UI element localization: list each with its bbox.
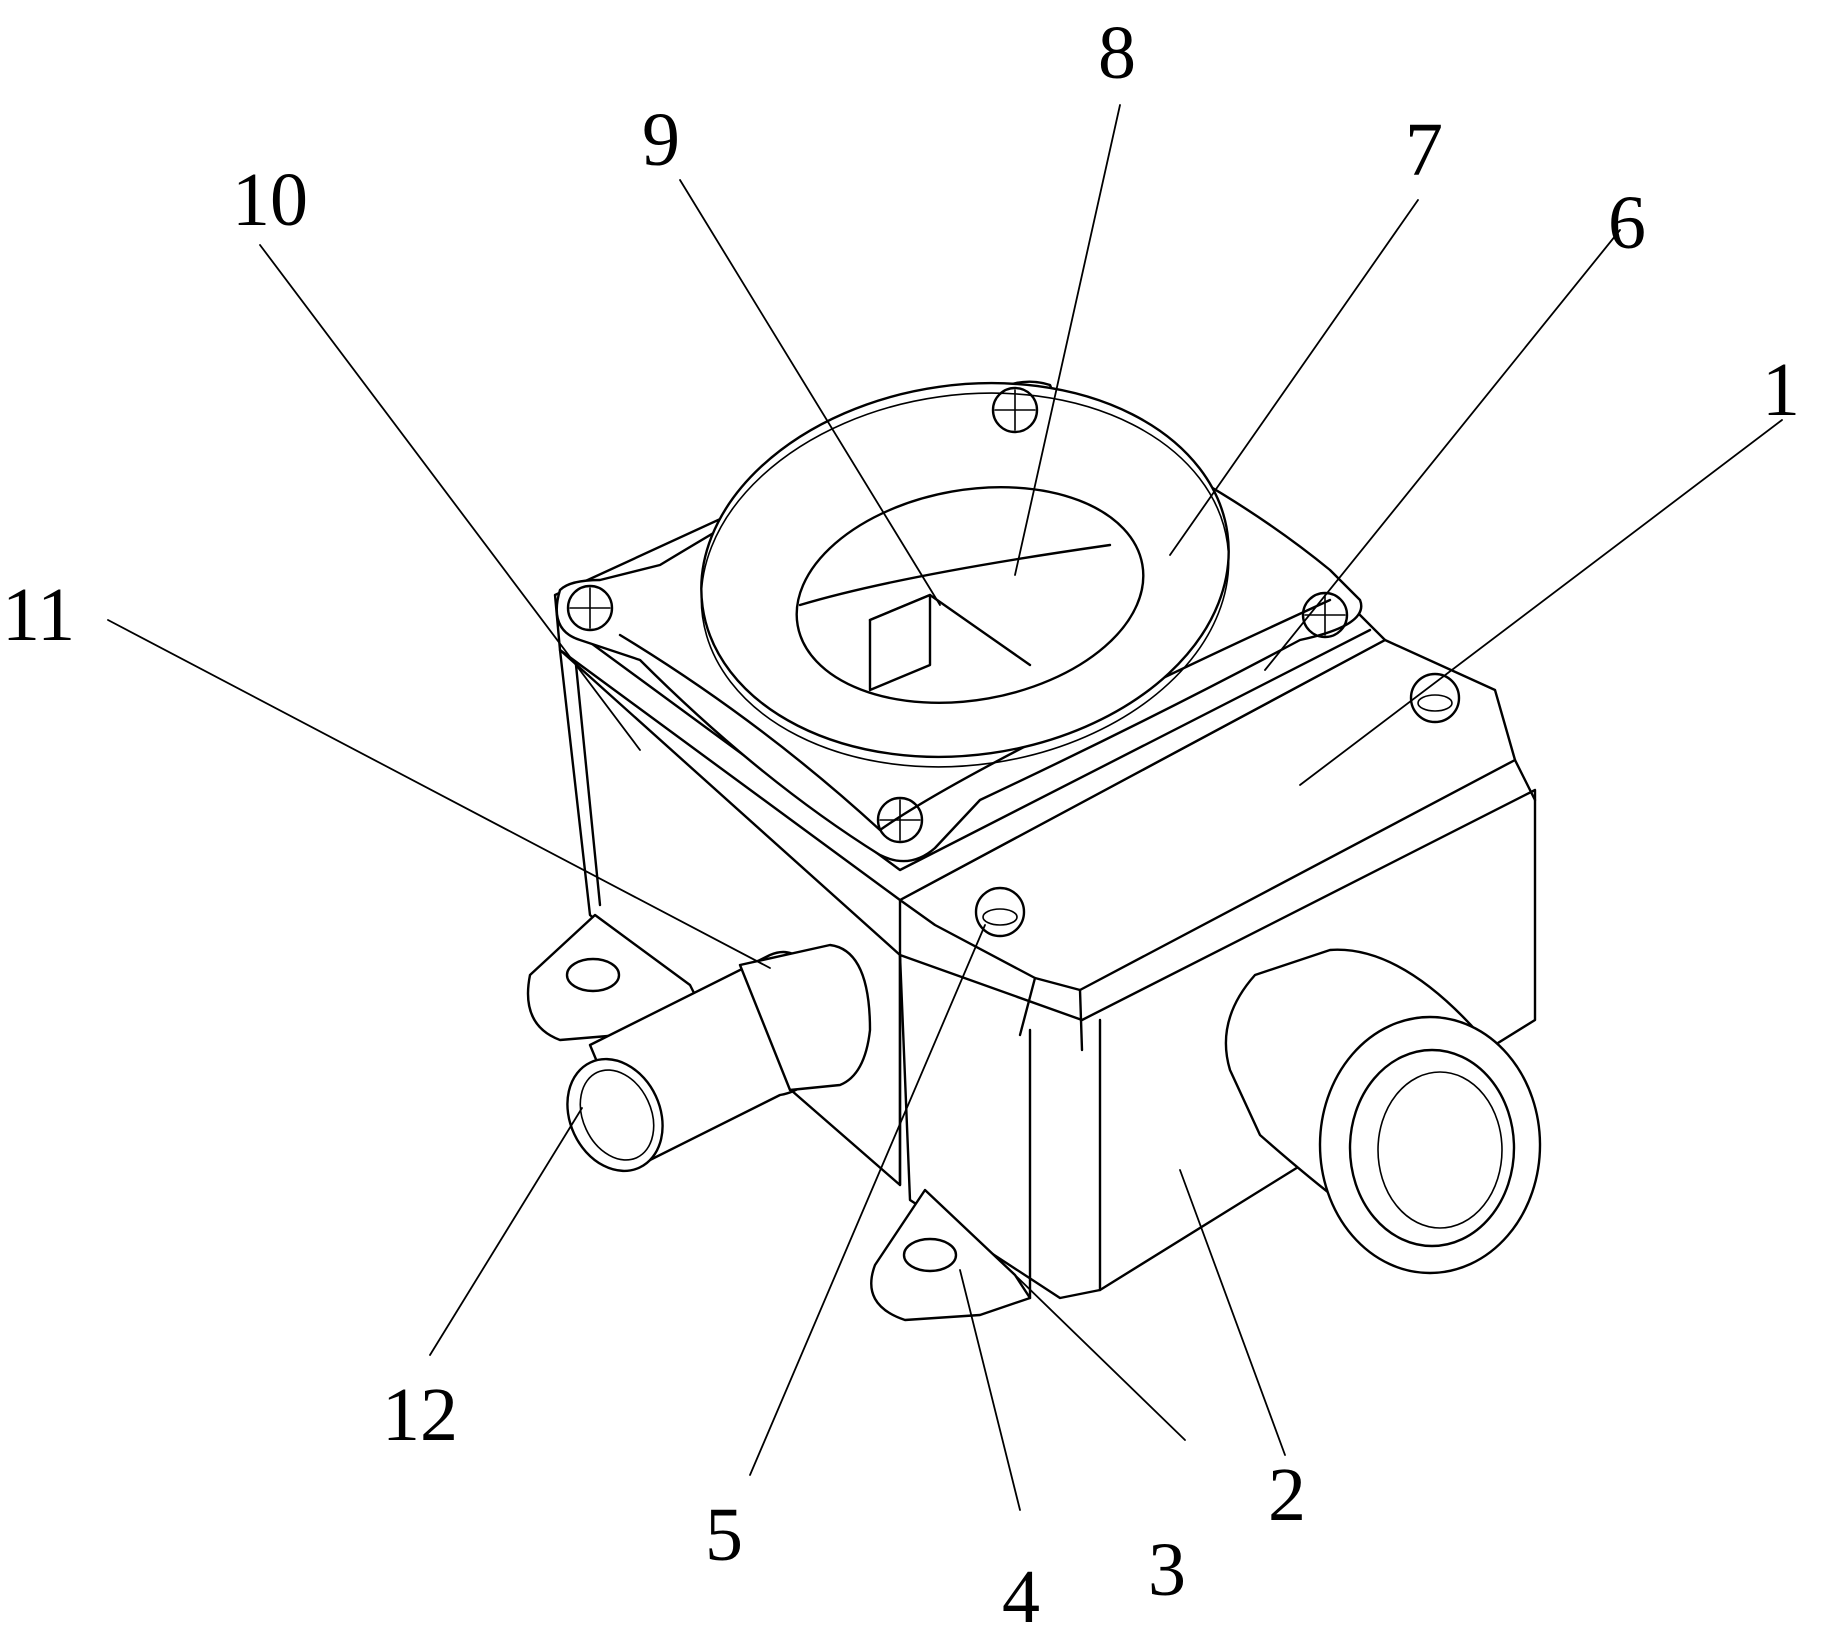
label-8: 8 (1098, 11, 1136, 95)
flange-screws (566, 386, 1349, 844)
left-pipe-fitting (566, 943, 872, 1173)
label-12: 12 (382, 1373, 458, 1457)
leader-12 (429, 1107, 583, 1356)
leader-9 (679, 179, 941, 606)
leader-11 (107, 619, 771, 969)
leader-10 (259, 244, 641, 751)
reference-numerals: 1 2 3 4 5 6 7 8 9 10 11 12 (2, 11, 1800, 1630)
label-10: 10 (232, 158, 308, 242)
leader-lines (107, 104, 1783, 1511)
label-9: 9 (642, 98, 680, 182)
lid-screws (974, 672, 1461, 938)
label-5: 5 (705, 1493, 743, 1577)
label-4: 4 (1002, 1555, 1040, 1630)
label-7: 7 (1405, 108, 1443, 192)
left-housing-face (558, 648, 902, 1187)
label-6: 6 (1608, 181, 1646, 265)
leader-6 (1264, 229, 1621, 671)
leader-7 (1169, 199, 1419, 556)
label-2: 2 (1268, 1453, 1306, 1537)
leader-4 (959, 1269, 1021, 1511)
label-11: 11 (2, 573, 75, 657)
sensor-window (868, 593, 1032, 692)
leader-8 (1014, 104, 1121, 576)
leader-1 (1299, 419, 1783, 786)
label-3: 3 (1148, 1528, 1186, 1612)
label-1: 1 (1762, 348, 1800, 432)
mounting-ears (526, 913, 1032, 1322)
top-lid (898, 638, 1537, 1052)
leader-3 (1014, 1274, 1186, 1441)
right-pipe-fitting (1224, 948, 1542, 1275)
leader-2 (1179, 1169, 1286, 1456)
leader-5 (749, 924, 986, 1476)
